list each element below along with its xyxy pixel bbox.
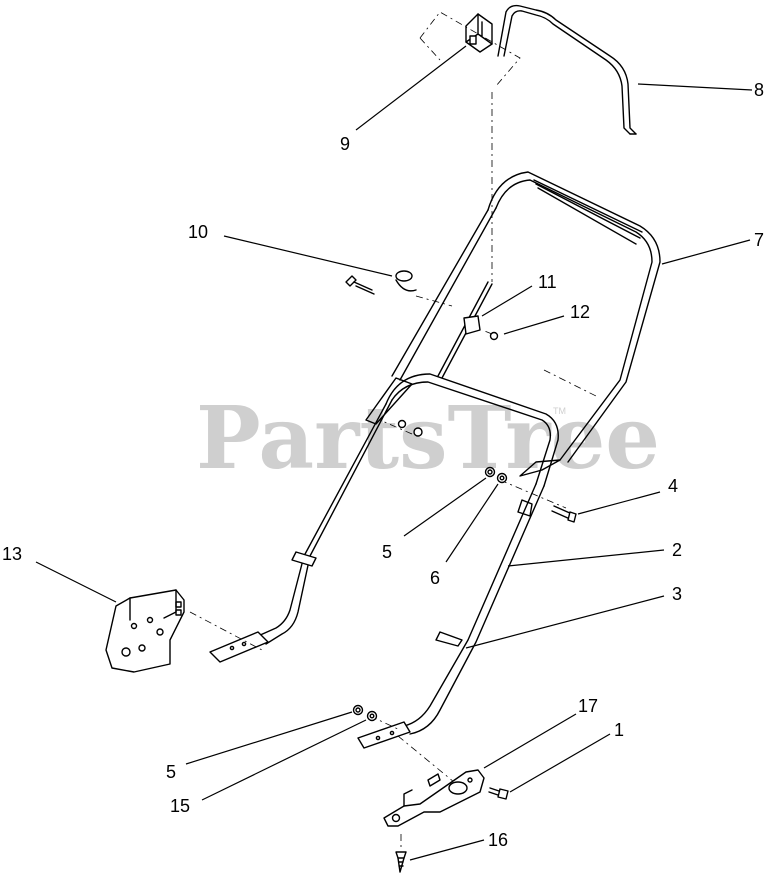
watermark-tm: TM	[553, 406, 566, 416]
part-15-washer-lower[interactable]	[366, 710, 378, 722]
part-4-carriage-bolt[interactable]	[551, 505, 577, 523]
leader-12	[503, 315, 565, 335]
leader-16	[409, 839, 485, 861]
callout-1[interactable]: 1	[614, 720, 624, 740]
callout-2[interactable]: 2	[672, 540, 682, 560]
leader-2	[507, 549, 665, 567]
leader-17	[483, 713, 577, 769]
part-2-lower-handle[interactable]	[209, 373, 559, 749]
part-7-upper-handle[interactable]	[365, 171, 661, 517]
leader-5b	[185, 711, 353, 765]
callout-11[interactable]: 11	[538, 272, 557, 292]
callout-10[interactable]: 10	[188, 222, 208, 242]
part-5-nut-upper[interactable]	[484, 466, 496, 478]
nut-left-1[interactable]	[397, 419, 407, 429]
part-16-screw[interactable]	[395, 834, 407, 873]
leader-15	[201, 719, 367, 801]
callout-9[interactable]: 9	[340, 134, 350, 154]
leader-1	[509, 733, 611, 793]
callout-5-lower[interactable]: 5	[166, 762, 176, 782]
leader-13	[35, 561, 117, 603]
part-5-nut-lower[interactable]	[352, 704, 364, 716]
part-8-control-bail[interactable]	[497, 4, 637, 135]
callout-13[interactable]: 13	[2, 544, 22, 564]
leader-8	[637, 83, 753, 91]
part-9-cable-bracket[interactable]	[465, 13, 493, 53]
callout-15[interactable]: 15	[170, 796, 190, 816]
callout-3[interactable]: 3	[672, 584, 682, 604]
callout-12[interactable]: 12	[570, 302, 590, 322]
leader-7	[661, 239, 751, 265]
watermark: PartsTree	[196, 388, 660, 489]
leader-4	[577, 491, 661, 515]
part-12-nut[interactable]	[489, 331, 499, 341]
callout-6[interactable]: 6	[430, 568, 440, 588]
handle-bolt-left[interactable]	[345, 275, 375, 295]
leader-5a	[403, 477, 487, 537]
part-13-height-bracket[interactable]	[105, 589, 185, 673]
callout-16[interactable]: 16	[488, 830, 508, 850]
callout-7[interactable]: 7	[754, 230, 764, 250]
part-17-pivot-bracket[interactable]	[383, 769, 485, 827]
callout-5-upper[interactable]: 5	[382, 542, 392, 562]
leader-6	[445, 483, 499, 563]
part-6-washer-upper[interactable]	[496, 472, 508, 484]
leader-10	[223, 235, 393, 277]
part-1-bolt[interactable]	[488, 787, 509, 800]
callout-17[interactable]: 17	[578, 696, 598, 716]
part-11-cable-clip[interactable]	[437, 281, 493, 379]
leader-11	[481, 285, 533, 317]
washer-left-1[interactable]	[413, 427, 423, 437]
leader-3	[465, 595, 665, 649]
callout-4[interactable]: 4	[668, 476, 678, 496]
leader-9	[355, 45, 467, 131]
callout-8[interactable]: 8	[754, 80, 764, 100]
part-10-cable-guide[interactable]	[395, 270, 417, 292]
